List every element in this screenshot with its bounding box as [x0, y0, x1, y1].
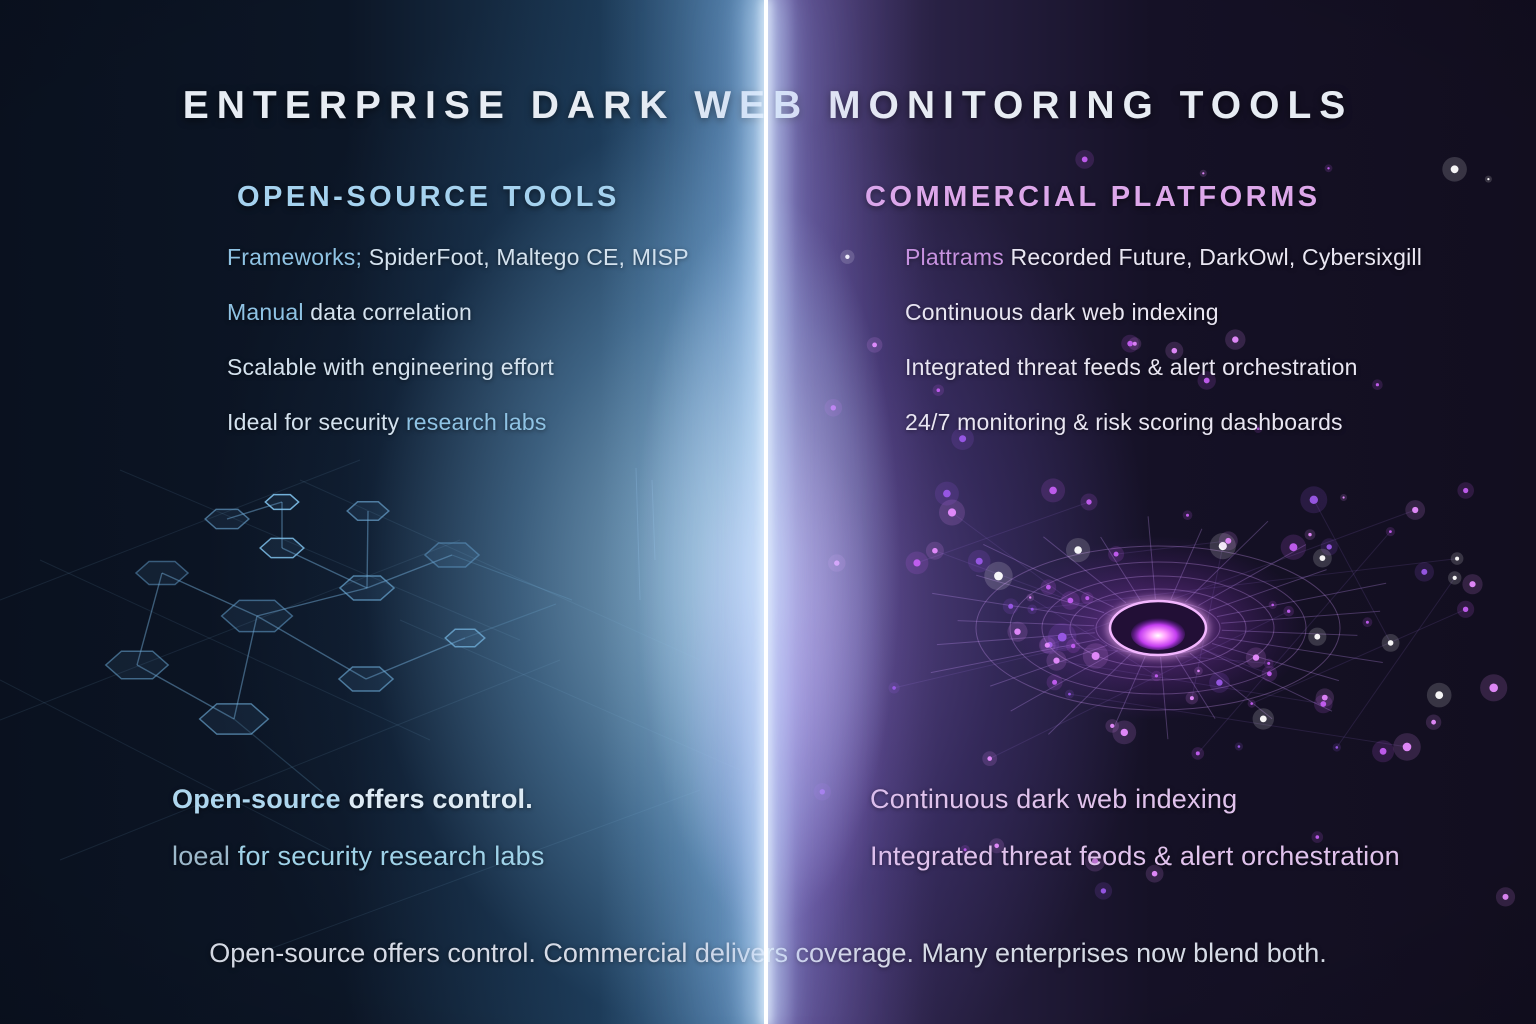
text-segment: 24/7 monitoring & risk scoring dashboard…	[905, 409, 1343, 435]
text-segment: Plattrams	[905, 244, 1004, 270]
text-segment: Recorded Future, DarkOwl, Cybersixgill	[1003, 244, 1423, 270]
list-item: Manual data correlation	[227, 299, 689, 325]
text-segment: Open-source	[172, 784, 341, 814]
summary-line: Integrated threat feods & alert orchestr…	[870, 840, 1400, 873]
text-segment: data correlation	[303, 299, 472, 325]
text-segment: Frameworks;	[227, 244, 363, 270]
text-segment: research labs	[379, 841, 545, 871]
commercial-summary: Continuous dark web indexing Integrated …	[870, 783, 1400, 873]
list-item: Plattrams Recorded Future, DarkOwl, Cybe…	[905, 244, 1422, 270]
list-item: Ideal for security research labs	[227, 409, 689, 435]
open-source-list: Frameworks; SpiderFoot, Maltego CE, MISP…	[227, 244, 689, 435]
text-segment: Ideal for security	[227, 409, 406, 435]
text-segment: Manual	[227, 299, 304, 325]
footer-tagline: Open-source offers control. Commercial d…	[209, 938, 1327, 968]
commercial-heading: COMMERCIAL PLATFORMS	[865, 181, 1321, 213]
commercial-list: Plattrams Recorded Future, DarkOwl, Cybe…	[905, 244, 1422, 435]
open-source-summary: Open-source offers control. loeal for se…	[172, 783, 545, 873]
text-segment: Scalable with engineering effort	[227, 354, 554, 380]
text-segment: for security	[230, 841, 380, 871]
text-segment: Continuous dark web indexing	[905, 299, 1219, 325]
summary-line: Continuous dark web indexing	[870, 783, 1400, 816]
text-segment: offers control.	[340, 784, 533, 814]
text-segment: loeal	[172, 841, 231, 871]
text-segment: Integrated threat feods & alert orchestr…	[870, 841, 1400, 871]
text-segment: Continuous dark web indexing	[870, 784, 1238, 814]
summary-line: loeal for security research labs	[172, 840, 545, 873]
summary-line: Open-source offers control.	[172, 783, 545, 816]
list-item: Scalable with engineering effort	[227, 354, 689, 380]
list-item: Continuous dark web indexing	[905, 299, 1422, 325]
open-source-heading: OPEN-SOURCE TOOLS	[237, 181, 620, 213]
list-item: 24/7 monitoring & risk scoring dashboard…	[905, 409, 1422, 435]
list-item: Integrated threat feeds & alert orchestr…	[905, 354, 1422, 380]
text-segment: research labs	[405, 409, 547, 435]
text-segment: Integrated threat feeds & alert orchestr…	[905, 354, 1358, 380]
